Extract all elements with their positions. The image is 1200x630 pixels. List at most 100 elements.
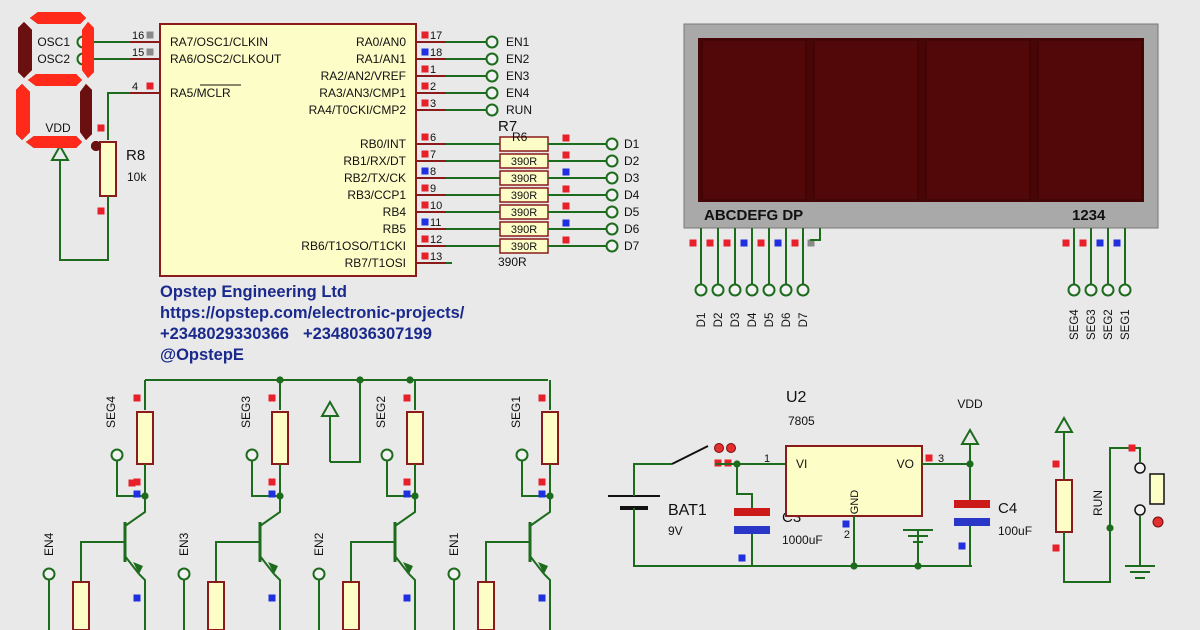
- driver-seg-label: SEG4: [104, 396, 118, 428]
- terminal-circle: [485, 35, 499, 49]
- terminal-circle: [796, 283, 810, 297]
- wire: [330, 380, 361, 463]
- digit-cell: [1037, 39, 1143, 201]
- net-label: D6: [624, 222, 640, 236]
- terminal-circle: [42, 567, 56, 581]
- pin-state-marker: [403, 490, 411, 498]
- pin-state-marker: [842, 520, 850, 528]
- digit-cell: [701, 39, 807, 201]
- pin-state-marker: [403, 478, 411, 486]
- company-url[interactable]: https://opstep.com/electronic-projects/: [160, 304, 465, 322]
- battery-ref: BAT1: [668, 502, 707, 519]
- resistor: [541, 411, 559, 465]
- resistor-value: 390R: [511, 173, 537, 185]
- terminal-circle: [728, 283, 742, 297]
- transistor-emitter-arrow: [268, 562, 278, 574]
- mcu-pin-number: 18: [430, 47, 442, 59]
- company-phone-2: +2348036307199: [302, 325, 432, 343]
- mcu-pin-label: RB2/TX/CK: [344, 171, 406, 185]
- button-contact: [1134, 504, 1146, 516]
- pin-state-marker: [133, 594, 141, 602]
- r7-ref: R7: [498, 118, 517, 135]
- pin-state-marker: [1128, 444, 1136, 452]
- company-info-block: Opstep Engineering Ltd https://opstep.co…: [160, 282, 464, 366]
- segment-b: [82, 22, 94, 78]
- net-label: RUN: [506, 103, 532, 117]
- terminal-circle: [711, 283, 725, 297]
- terminal-circle: [1101, 283, 1115, 297]
- pin-state-marker: [421, 252, 429, 260]
- pin-state-marker: [562, 219, 570, 227]
- pin-state-marker: [421, 48, 429, 56]
- resistor: [406, 411, 424, 465]
- mcu-pin-number: 13: [430, 251, 442, 263]
- mcu-pin-number: 10: [430, 200, 442, 212]
- pin-state-marker: [403, 594, 411, 602]
- mcu-pin-label: RB6/T1OSO/T1CKI: [301, 239, 406, 253]
- resistor-value: 390R: [511, 207, 537, 219]
- terminal-circle: [605, 154, 619, 168]
- net-label: EN2: [506, 52, 530, 66]
- display-net-label: SEG4: [1069, 309, 1081, 340]
- wire: [529, 496, 551, 527]
- mcu-pin-label: RB1/RX/DT: [343, 154, 406, 168]
- resistor-value: 390R: [511, 190, 537, 202]
- resistor: [72, 581, 90, 630]
- pin-state-marker: [421, 201, 429, 209]
- wire: [394, 496, 416, 527]
- company-phones: +2348029330366+2348036307199: [160, 324, 464, 345]
- pin-state-marker: [146, 31, 154, 39]
- pin-state-marker: [562, 185, 570, 193]
- terminal-circle: [605, 137, 619, 151]
- pin-state-marker: [774, 239, 782, 247]
- resistor: [207, 581, 225, 630]
- mcu-pin-label: RB4: [383, 205, 407, 219]
- pin-state-marker: [958, 542, 966, 550]
- pin-state-marker: [146, 82, 154, 90]
- segment-g: [28, 74, 82, 86]
- transistor-emitter-arrow: [538, 562, 548, 574]
- pin-state-marker: [723, 239, 731, 247]
- pin-state-marker: [706, 239, 714, 247]
- wire: [124, 555, 140, 575]
- pin-state-marker: [807, 239, 815, 247]
- pin-state-marker: [268, 490, 276, 498]
- terminal-circle: [312, 567, 326, 581]
- wire: [124, 496, 146, 527]
- terminal-circle: [605, 205, 619, 219]
- mcu-pin-number: 2: [430, 81, 436, 93]
- vdd-arrow: [960, 427, 980, 445]
- pin-state-marker: [740, 239, 748, 247]
- wire: [543, 573, 551, 630]
- mcu-pin-label: RA3/AN3/CMP1: [319, 86, 406, 100]
- mcu-chip: [159, 23, 417, 277]
- terminal-circle: [177, 567, 191, 581]
- display-net-label: SEG2: [1103, 309, 1115, 340]
- driver-en-label: EN2: [312, 532, 326, 556]
- pin-state-marker: [1113, 239, 1121, 247]
- pin-state-marker: [562, 236, 570, 244]
- terminal-circle: [485, 52, 499, 66]
- r7-value: 390R: [498, 255, 527, 269]
- display-net-label: SEG3: [1086, 309, 1098, 340]
- net-label: D3: [624, 171, 640, 185]
- pin-state-marker: [421, 184, 429, 192]
- mcu-pin-number: 6: [430, 132, 436, 144]
- terminal-circle: [447, 567, 461, 581]
- reg-pin-gnd: GND: [849, 490, 861, 515]
- display-net-label: D3: [730, 313, 742, 328]
- resistor-value: 390R: [511, 241, 537, 253]
- resistor-value: 390R: [511, 224, 537, 236]
- terminal-circle: [1067, 283, 1081, 297]
- wire: [521, 461, 550, 497]
- pin-state-marker: [538, 478, 546, 486]
- pin-state-marker: [421, 133, 429, 141]
- regulator-chip: [785, 445, 923, 517]
- pin-state-marker: [1062, 239, 1070, 247]
- display-net-label: D7: [798, 313, 810, 328]
- pin-state-marker: [403, 394, 411, 402]
- net-label: EN4: [506, 86, 530, 100]
- vdd-label: VDD: [45, 121, 71, 135]
- terminal-circle: [605, 188, 619, 202]
- terminal-circle: [694, 283, 708, 297]
